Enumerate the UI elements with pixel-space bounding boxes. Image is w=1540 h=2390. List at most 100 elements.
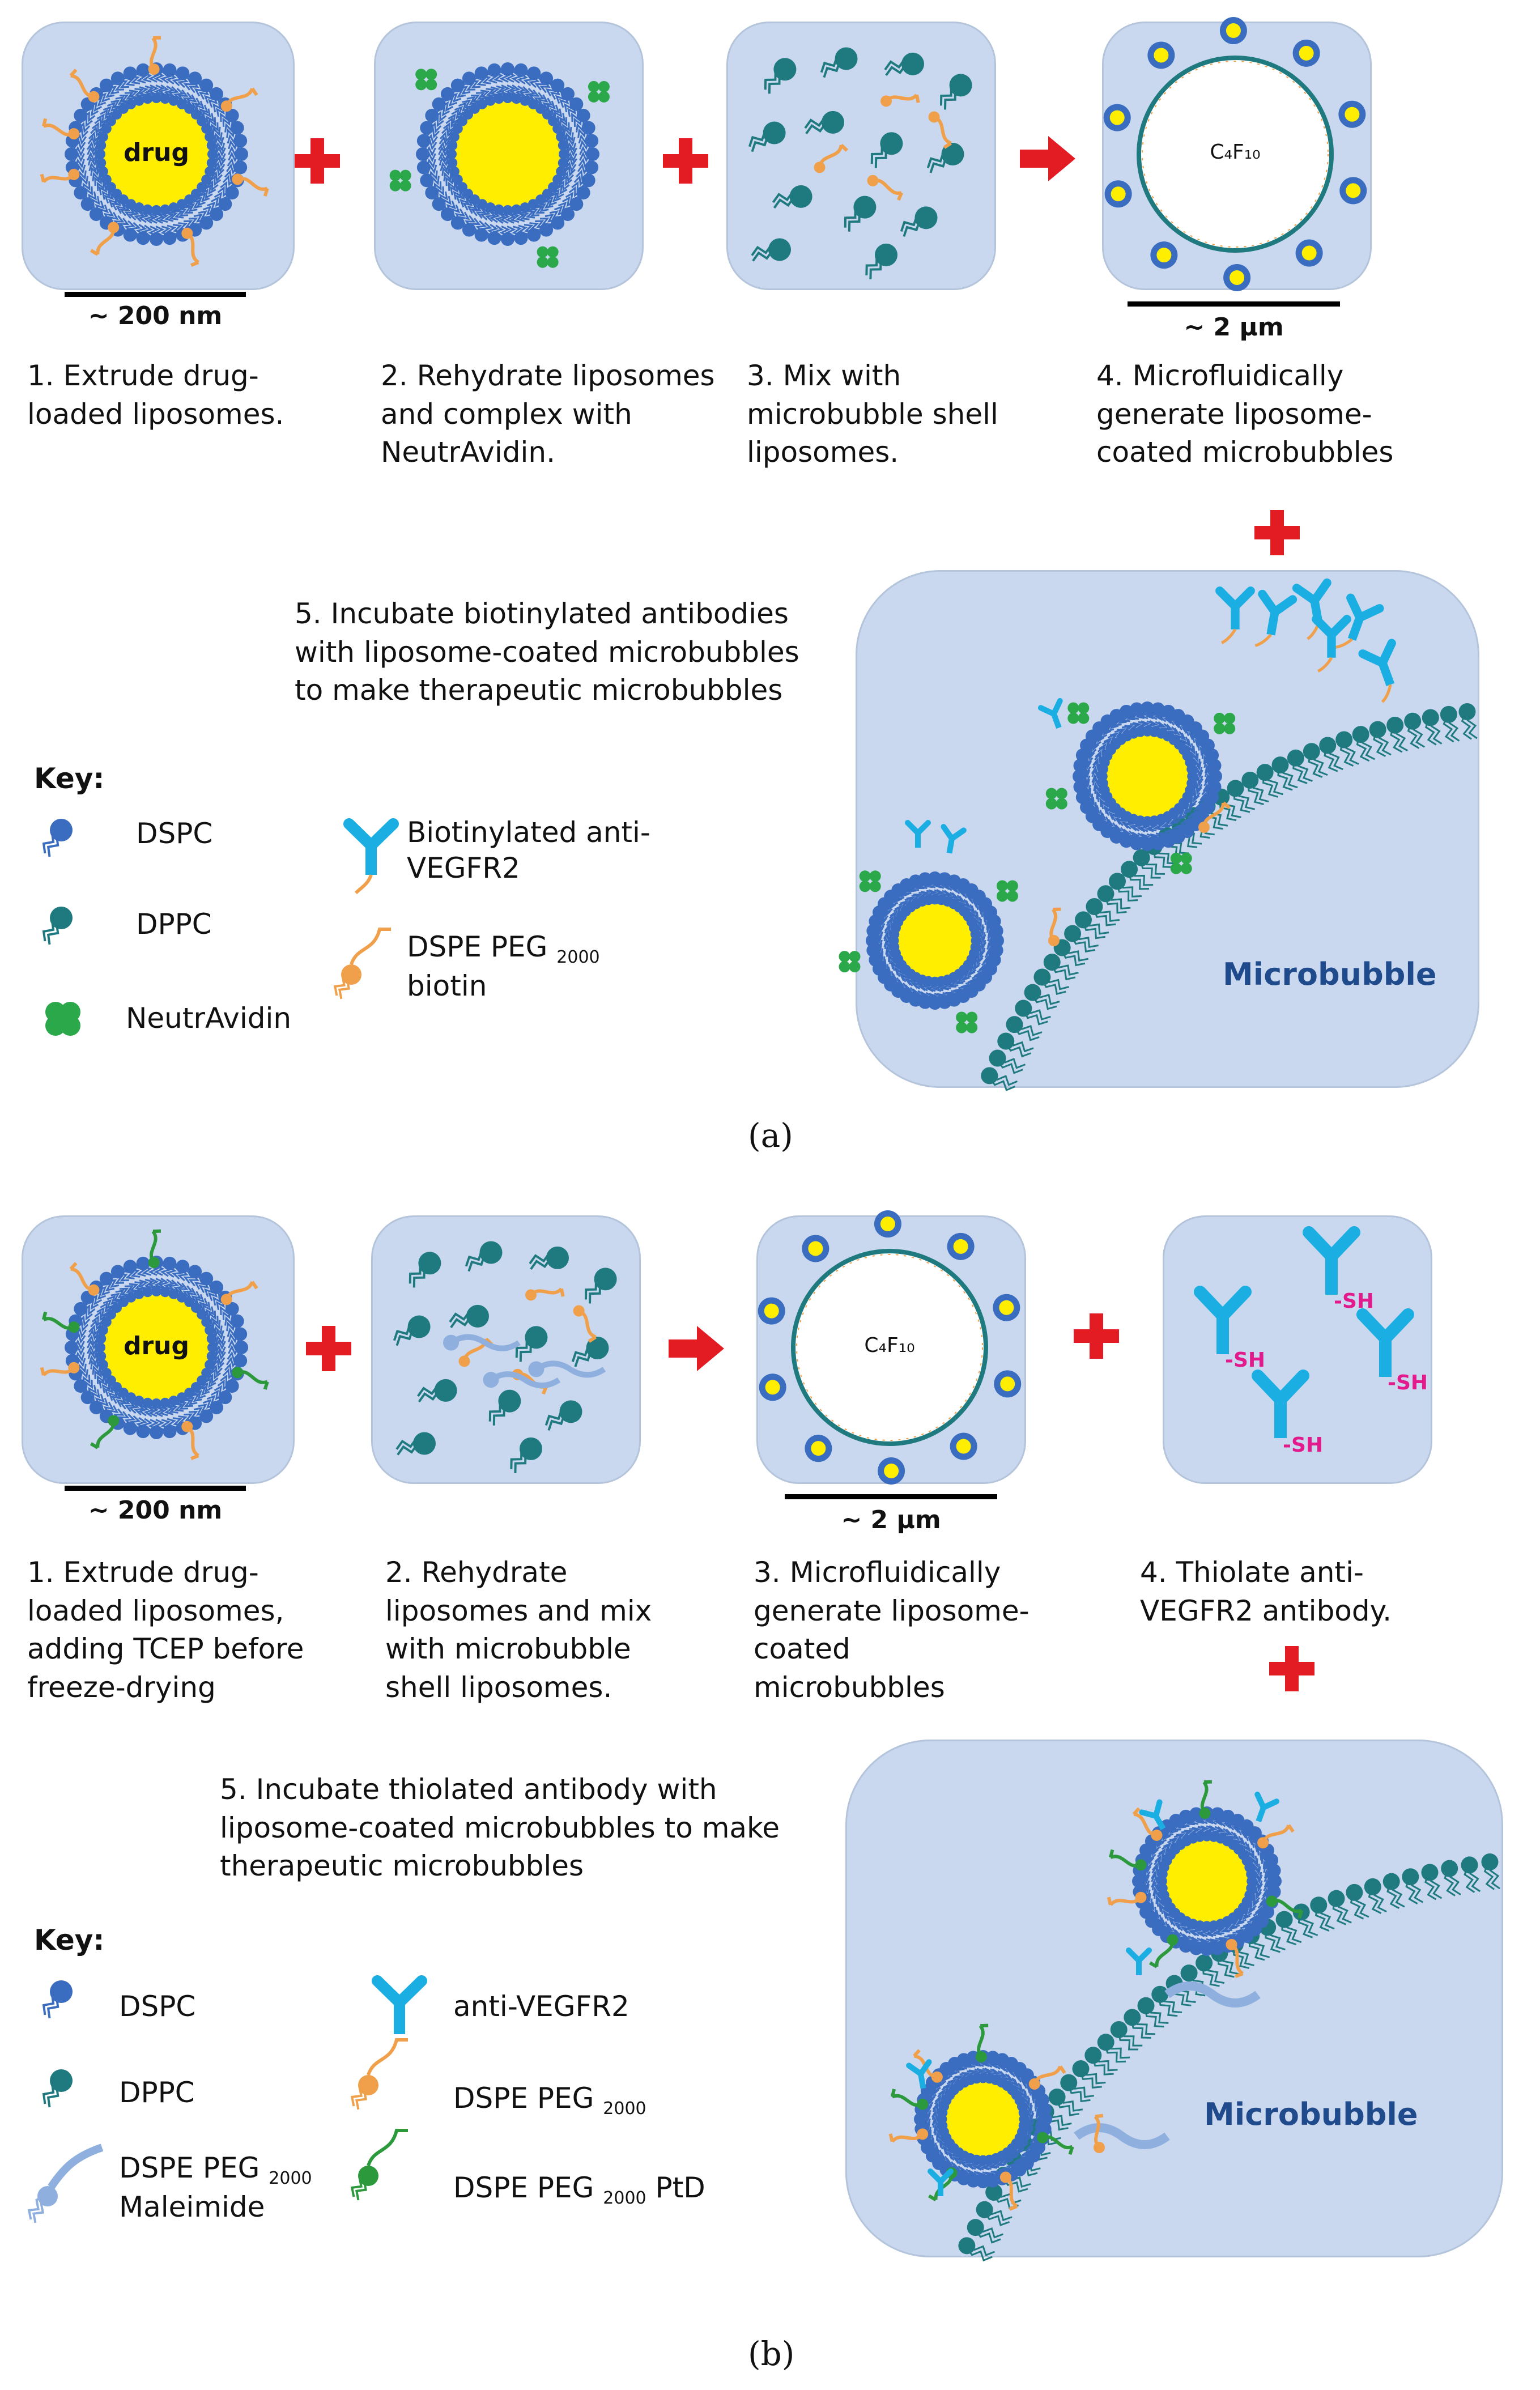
neutravidin-icon: [45, 1002, 80, 1036]
key-sub: 2000: [556, 947, 600, 967]
step-line: coated: [754, 1632, 850, 1665]
step-b4-text: 4. Thiolate anti- VEGFR2 antibody.: [1140, 1554, 1392, 1630]
plus-icon: [1074, 1313, 1119, 1359]
thiolated-antibody-icon: [1356, 1308, 1414, 1377]
step-line: generate liposome-: [754, 1594, 1029, 1627]
key-text: PtD: [655, 2171, 705, 2204]
peg-icon: [350, 2038, 408, 2110]
key-sub: 2000: [603, 2188, 646, 2208]
plus-icon: [306, 1326, 351, 1371]
sh-label: -SH: [1225, 1349, 1265, 1372]
thiolated-antibody-icon: [1303, 1226, 1360, 1295]
step-line: 4. Thiolate anti-: [1140, 1556, 1364, 1589]
scale-label-200nm: ~ 200 nm: [88, 1496, 223, 1525]
peg-ptd-icon: [350, 2129, 408, 2201]
scale-bar-200nm: [65, 1486, 246, 1491]
step-line: generate liposome-: [1096, 397, 1372, 431]
key-antibody-label: anti-VEGFR2: [453, 1990, 629, 2023]
key-text: DSPE PEG: [453, 2082, 594, 2115]
arrow-right-icon: [1020, 136, 1075, 181]
key-text: DSPE PEG: [407, 930, 548, 963]
drug-label: drug: [123, 1332, 189, 1360]
step-line: liposomes and mix: [385, 1594, 652, 1627]
scale-bar-200nm: [65, 292, 246, 297]
step-line: VEGFR2 antibody.: [1140, 1594, 1392, 1627]
key-line: VEGFR2: [407, 851, 520, 884]
step-a5-text: 5. Incubate biotinylated antibodies with…: [295, 595, 799, 710]
dppc-icon: [42, 2069, 73, 2108]
step-b3-text: 3. Microfluidically generate liposome- c…: [754, 1554, 1029, 1707]
sh-label: -SH: [1283, 1434, 1323, 1457]
step-a4-text: 4. Microfluidically generate liposome- c…: [1096, 357, 1393, 472]
shell-lipids-icon: [393, 1241, 617, 1474]
key-line: DSPE PEG 2000: [119, 2150, 312, 2189]
key-ptd-label: DSPE PEG 2000 PtD: [453, 2170, 705, 2209]
microbubble-label: Microbubble: [1223, 956, 1437, 992]
key-peg-label: DSPE PEG 2000: [453, 2081, 646, 2120]
antibody-icon: [343, 818, 399, 895]
antibody-icon: [372, 1975, 427, 2034]
step-line: adding TCEP before: [27, 1632, 304, 1665]
step-line: with liposome-coated microbubbles: [295, 635, 799, 669]
dspc-icon: [42, 1980, 73, 2019]
plus-icon: [1269, 1646, 1314, 1691]
key-line: Biotinylated anti-: [407, 816, 650, 849]
step-a1-text: 1. Extrude drug- loaded liposomes.: [27, 357, 284, 433]
scale-label-2um: ~ 2 µm: [841, 1506, 941, 1534]
sh-label: -SH: [1388, 1371, 1428, 1394]
step-line: microbubble shell: [747, 397, 998, 431]
key-antibody-label: Biotinylated anti- VEGFR2: [407, 815, 650, 886]
scale-bar-2um: [1128, 301, 1340, 307]
key-sub: 2000: [269, 2168, 312, 2188]
step-line: with microbubble: [385, 1632, 631, 1665]
scale-label-200nm: ~ 200 nm: [88, 301, 223, 330]
step-line: freeze-drying: [27, 1670, 216, 1704]
step-line: therapeutic microbubbles: [220, 1849, 584, 1882]
coated-microbubble-icon: [758, 1210, 1022, 1485]
step-a2-text: 2. Rehydrate liposomes and complex with …: [381, 357, 715, 472]
key-sub: 2000: [603, 2099, 646, 2119]
dppc-icon: [42, 907, 73, 945]
step-line: microbubbles: [754, 1670, 945, 1704]
step-line: liposome-coated microbubbles to make: [220, 1811, 780, 1844]
neutravidin-liposome-icon: [389, 62, 610, 268]
drug-liposome-icon: [40, 36, 269, 267]
step-line: 4. Microfluidically: [1096, 359, 1344, 392]
peg-biotin-icon: [333, 928, 391, 1000]
sh-label: -SH: [1334, 1290, 1374, 1313]
arrow-right-icon: [669, 1326, 724, 1371]
key-line: DSPE PEG 2000: [407, 929, 600, 968]
key-text: DSPE PEG: [453, 2171, 594, 2204]
step-line: 2. Rehydrate liposomes: [381, 359, 715, 392]
scale-label-2um: ~ 2 µm: [1184, 313, 1284, 342]
step-line: shell liposomes.: [385, 1670, 612, 1704]
dspc-icon: [42, 819, 73, 857]
thiolated-antibody-icon: [1252, 1370, 1309, 1438]
gas-label: C₄F₁₀: [864, 1334, 915, 1357]
step-line: 1. Extrude drug-: [27, 359, 259, 392]
microbubble-shell-arc: [839, 578, 1478, 1091]
key-dspc-label: DSPC: [136, 817, 213, 850]
key-title: Key:: [34, 1924, 105, 1957]
scale-bar-2um: [785, 1494, 997, 1499]
step-line: 3. Mix with: [747, 359, 901, 392]
step-line: 1. Extrude drug-: [27, 1556, 259, 1589]
step-b5-text: 5. Incubate thiolated antibody with lipo…: [220, 1771, 780, 1886]
step-line: liposomes.: [747, 436, 899, 469]
step-line: 2. Rehydrate: [385, 1556, 568, 1589]
key-line: biotin: [407, 969, 487, 1002]
key-title: Key:: [34, 762, 105, 795]
plus-icon: [295, 138, 340, 184]
microbubble-label: Microbubble: [1204, 2096, 1418, 2132]
gas-label: C₄F₁₀: [1210, 141, 1261, 164]
microbubble-shell-arc: [888, 1780, 1500, 2262]
step-b2-text: 2. Rehydrate liposomes and mix with micr…: [385, 1554, 652, 1707]
step-line: coated microbubbles: [1096, 436, 1394, 469]
step-line: and complex with: [381, 397, 632, 431]
key-dspc-label: DSPC: [119, 1990, 196, 2023]
step-line: loaded liposomes,: [27, 1594, 284, 1627]
maleimide-icon: [27, 2144, 104, 2223]
coated-microbubble-icon: [1103, 17, 1367, 291]
shell-lipids-icon: [748, 47, 972, 280]
step-line: NeutrAvidin.: [381, 436, 555, 469]
